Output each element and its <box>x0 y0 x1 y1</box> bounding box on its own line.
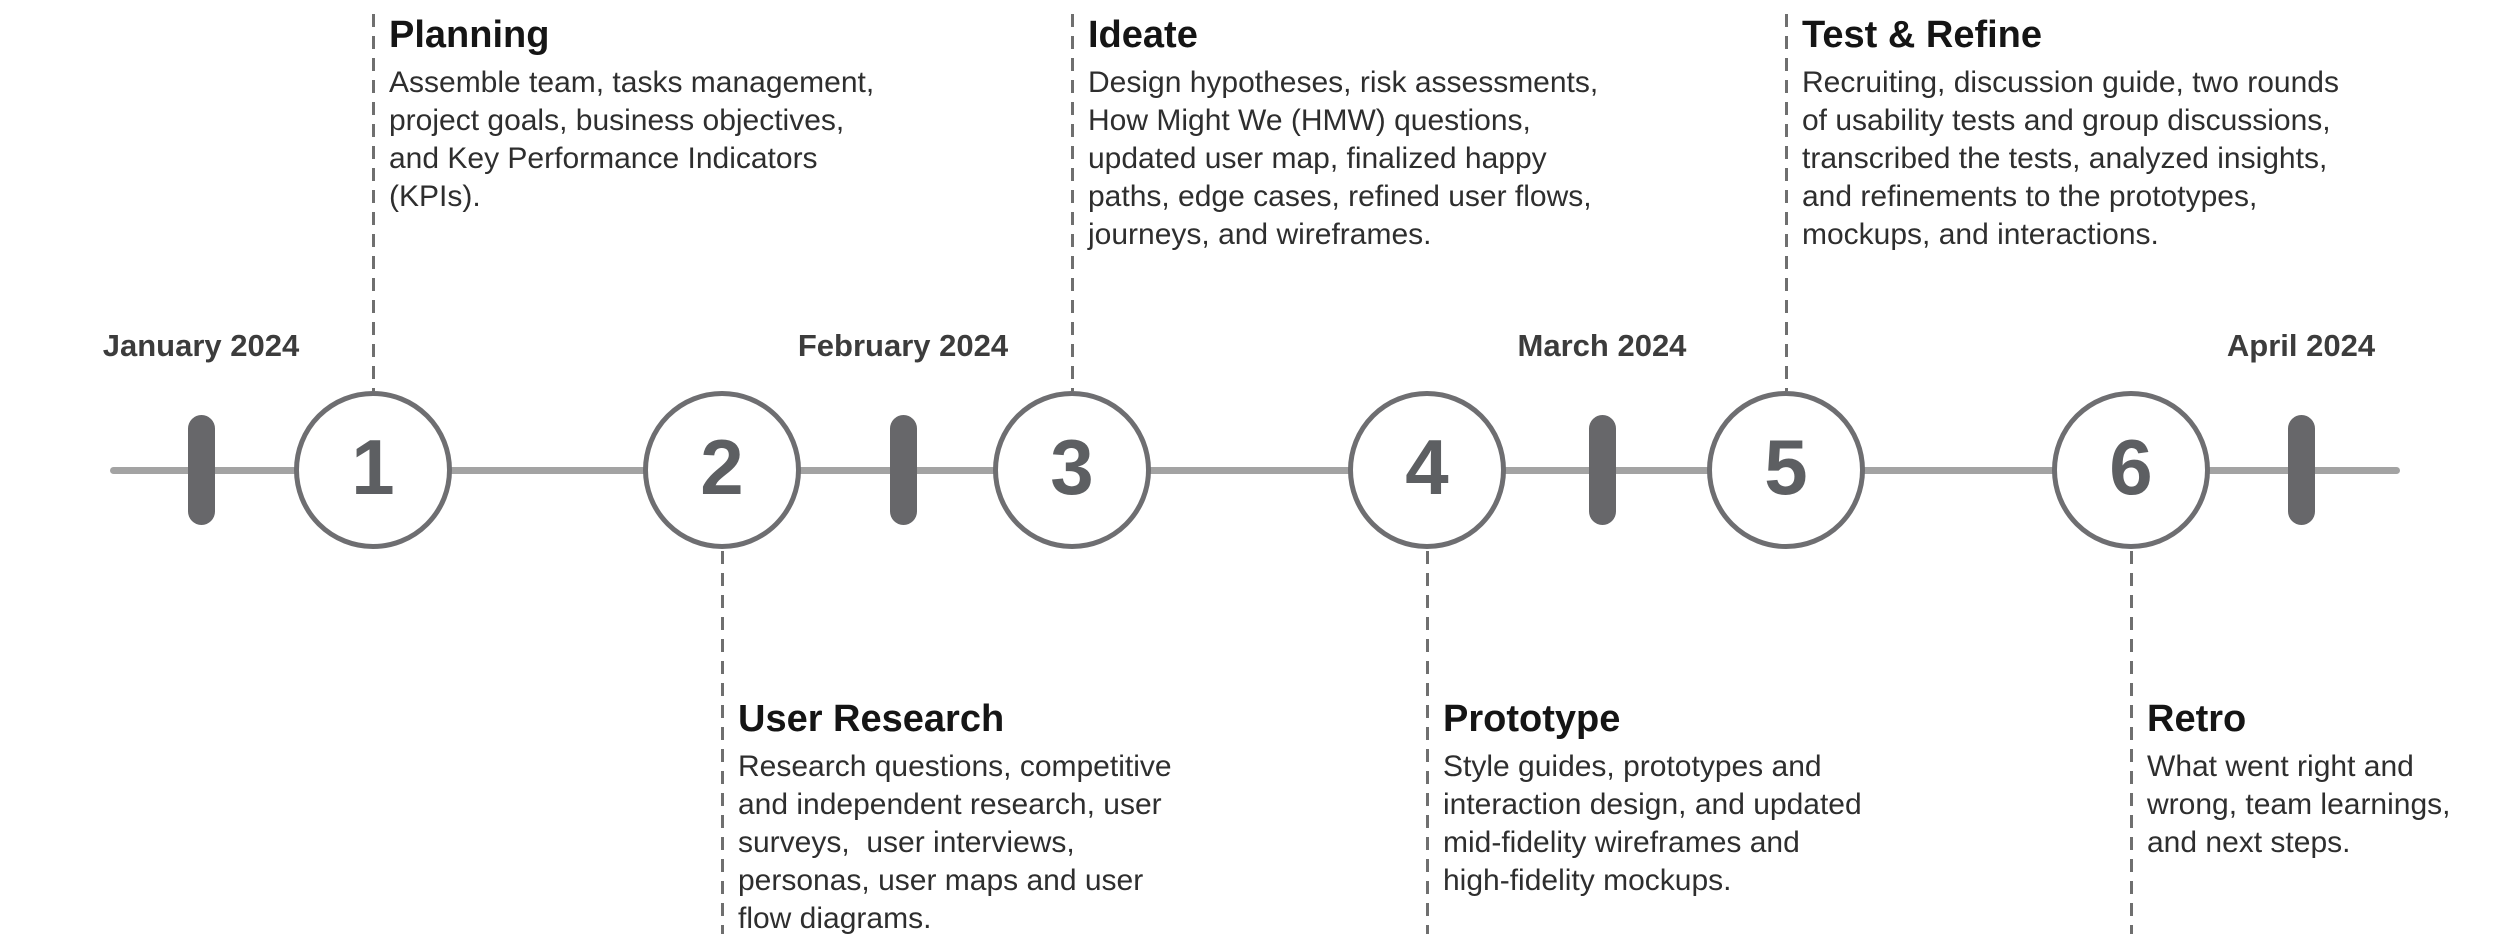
phase-text-block: Planning Assemble team, tasks management… <box>389 12 1029 216</box>
phase-title: Ideate <box>1088 14 1198 56</box>
phase-description: Recruiting, discussion guide, two rounds… <box>1802 66 2339 251</box>
phase-title: User Research <box>738 698 1005 740</box>
dashed-connector-line <box>1425 551 1429 934</box>
phase-text-block: Test & Refine Recruiting, discussion gui… <box>1802 12 2442 254</box>
milestone-circle-6: 6 <box>2052 391 2210 549</box>
dashed-connector-line <box>1784 14 1788 391</box>
phase-description: Assemble team, tasks management, project… <box>389 66 875 213</box>
month-label-february: February 2024 <box>797 328 1009 363</box>
milestone-circle-3: 3 <box>993 391 1151 549</box>
month-tick-march <box>1589 415 1616 525</box>
milestone-number: 1 <box>351 423 395 511</box>
month-tick-april <box>2288 415 2315 525</box>
phase-text-block: Ideate Design hypotheses, risk assessmen… <box>1088 12 1728 254</box>
phase-title: Prototype <box>1443 698 1621 740</box>
dashed-connector-line <box>371 14 375 391</box>
milestone-number: 6 <box>2109 423 2153 511</box>
phase-text-block: User Research Research questions, compet… <box>738 696 1378 938</box>
milestone-number: 4 <box>1405 423 1449 511</box>
milestone-circle-1: 1 <box>294 391 452 549</box>
timeline-axis-line <box>110 467 2400 474</box>
phase-description: Design hypotheses, risk assessments, How… <box>1088 66 1599 251</box>
dashed-connector-line <box>2129 551 2133 934</box>
month-label-january: January 2024 <box>102 328 300 363</box>
milestone-number: 5 <box>1764 423 1808 511</box>
phase-description: Research questions, competitive and inde… <box>738 750 1172 935</box>
month-label-march: March 2024 <box>1517 328 1687 363</box>
month-tick-february <box>890 415 917 525</box>
month-tick-january <box>188 415 215 525</box>
phase-title: Test & Refine <box>1802 14 2043 56</box>
phase-description: Style guides, prototypes and interaction… <box>1443 750 1862 897</box>
phase-text-block: Retro What went right and wrong, team le… <box>2147 696 2500 862</box>
milestone-number: 2 <box>700 423 744 511</box>
month-label-april: April 2024 <box>2226 328 2376 363</box>
phase-title: Planning <box>389 14 550 56</box>
milestone-circle-5: 5 <box>1707 391 1865 549</box>
milestone-circle-2: 2 <box>643 391 801 549</box>
dashed-connector-line <box>720 551 724 934</box>
phase-title: Retro <box>2147 698 2247 740</box>
phase-description: What went right and wrong, team learning… <box>2147 750 2451 859</box>
phase-text-block: Prototype Style guides, prototypes and i… <box>1443 696 2083 900</box>
dashed-connector-line <box>1070 14 1074 391</box>
milestone-number: 3 <box>1050 423 1094 511</box>
milestone-circle-4: 4 <box>1348 391 1506 549</box>
